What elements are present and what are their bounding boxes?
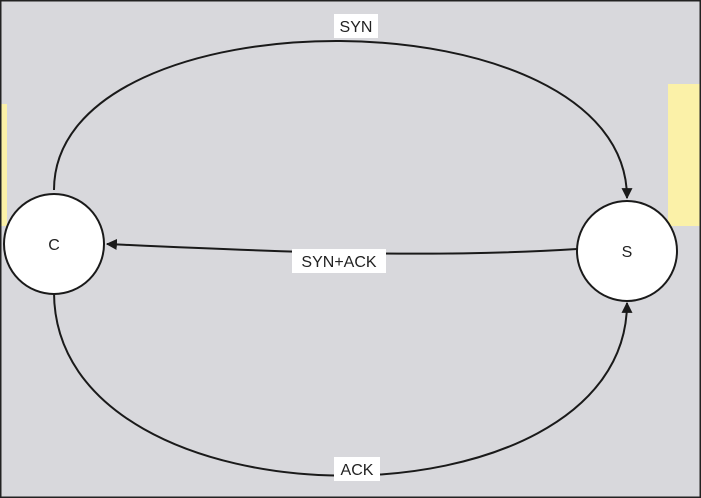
node-client: C [3, 193, 105, 295]
node-server: S [576, 200, 678, 302]
left-side-tab [0, 104, 7, 226]
edge-label-syn-ack: SYN+ACK [292, 249, 386, 273]
edge-label-ack: ACK [334, 457, 380, 481]
edge-label-syn-text: SYN [340, 19, 373, 36]
edge-syn-line [53, 40, 633, 200]
edge-label-syn: SYN [334, 14, 378, 38]
node-server-label: S [622, 244, 633, 261]
node-client-label: C [48, 237, 60, 254]
edge-label-syn-ack-text: SYN+ACK [301, 254, 376, 271]
edge-label-ack-text: ACK [341, 462, 374, 479]
right-side-tab [668, 84, 701, 226]
